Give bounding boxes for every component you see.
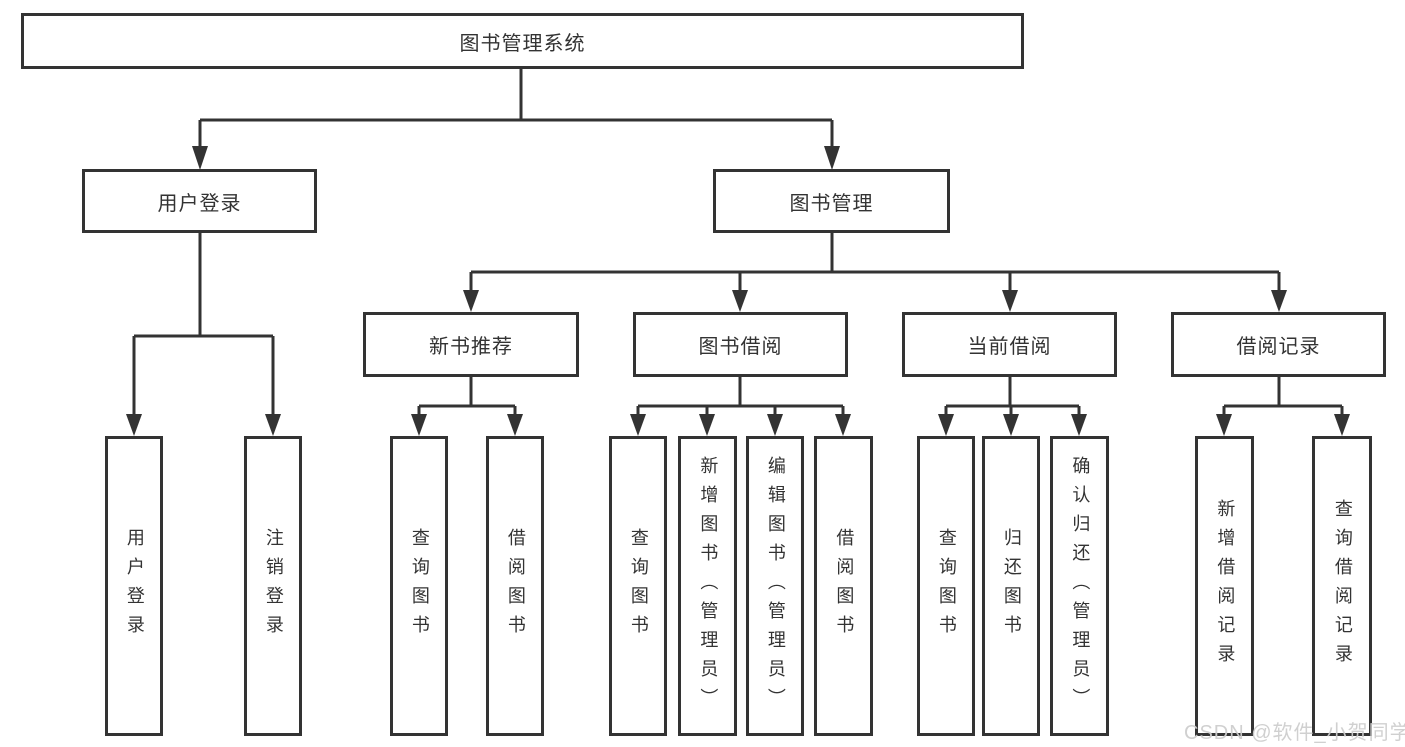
node-current-borrow: 当前借阅 — [902, 312, 1117, 377]
node-label: 图书管理 — [789, 192, 874, 215]
node-label: 借阅图书 — [834, 528, 855, 644]
arrow-icon — [1271, 290, 1287, 312]
node-label: 查询图书 — [936, 528, 957, 644]
connector-new-book-recommend — [417, 377, 517, 416]
leaf-query-books-current: 查询图书 — [917, 436, 975, 736]
arrow-icon — [411, 414, 427, 436]
leaf-query-books-borrow: 查询图书 — [609, 436, 667, 736]
arrow-icon — [824, 146, 840, 170]
leaf-edit-books-admin: 编辑图书（管理员） — [746, 436, 804, 736]
arrow-icon — [192, 146, 208, 170]
node-label: 新增借阅记录 — [1215, 499, 1236, 673]
node-label: 用户登录 — [124, 528, 145, 644]
leaf-confirm-return-admin: 确认归还（管理员） — [1050, 436, 1109, 736]
node-borrow-records: 借阅记录 — [1171, 312, 1386, 377]
arrow-icon — [1216, 414, 1232, 436]
node-label: 新增图书（管理员） — [698, 455, 719, 717]
arrow-icon — [507, 414, 523, 436]
arrow-icon — [835, 414, 851, 436]
arrowheads — [126, 146, 1350, 436]
leaf-return-books: 归还图书 — [982, 436, 1040, 736]
arrow-icon — [1071, 414, 1087, 436]
arrow-icon — [630, 414, 646, 436]
node-new-book-recommend: 新书推荐 — [363, 312, 579, 377]
connector-root — [198, 69, 834, 150]
node-label: 编辑图书（管理员） — [765, 455, 786, 717]
node-label: 查询借阅记录 — [1332, 499, 1353, 673]
watermark: CSDN @软件_小贺同学 — [1184, 722, 1405, 744]
leaf-borrow-books-recommend: 借阅图书 — [486, 436, 544, 736]
connector-borrow-records — [1222, 377, 1344, 416]
node-label: 查询图书 — [409, 528, 430, 644]
arrow-icon — [1003, 414, 1019, 436]
node-label: 归还图书 — [1001, 528, 1022, 644]
arrow-icon — [938, 414, 954, 436]
node-user-login: 用户登录 — [82, 169, 317, 233]
leaf-borrow-books: 借阅图书 — [814, 436, 873, 736]
arrow-icon — [126, 414, 142, 436]
connector-book-borrow — [636, 377, 845, 416]
arrow-icon — [1334, 414, 1350, 436]
leaf-add-borrow-record: 新增借阅记录 — [1195, 436, 1254, 736]
node-label: 用户登录 — [157, 192, 242, 215]
leaf-query-books-recommend: 查询图书 — [390, 436, 448, 736]
node-label: 图书管理系统 — [459, 32, 586, 55]
node-label: 注销登录 — [263, 528, 284, 644]
connector-user-login — [132, 233, 275, 416]
leaf-logout: 注销登录 — [244, 436, 302, 736]
node-label: 当前借阅 — [967, 336, 1052, 358]
leaf-user-login: 用户登录 — [105, 436, 163, 736]
arrow-icon — [767, 414, 783, 436]
leaf-query-borrow-record: 查询借阅记录 — [1312, 436, 1372, 736]
node-book-borrow: 图书借阅 — [633, 312, 848, 377]
node-label: 查询图书 — [628, 528, 649, 644]
node-label: 确认归还（管理员） — [1070, 455, 1091, 717]
node-label: 借阅记录 — [1236, 336, 1321, 358]
arrow-icon — [699, 414, 715, 436]
node-book-management: 图书管理 — [713, 169, 950, 233]
connector-current-borrow — [944, 377, 1081, 416]
arrow-icon — [463, 290, 479, 312]
node-label: 新书推荐 — [429, 336, 513, 358]
node-library-management-system: 图书管理系统 — [21, 13, 1024, 69]
leaf-add-books-admin: 新增图书（管理员） — [678, 436, 737, 736]
node-label: 图书借阅 — [698, 336, 783, 358]
arrow-icon — [732, 290, 748, 312]
connector-book-management — [469, 233, 1281, 292]
arrow-icon — [1002, 290, 1018, 312]
arrow-icon — [265, 414, 281, 436]
node-label: 借阅图书 — [505, 528, 526, 644]
